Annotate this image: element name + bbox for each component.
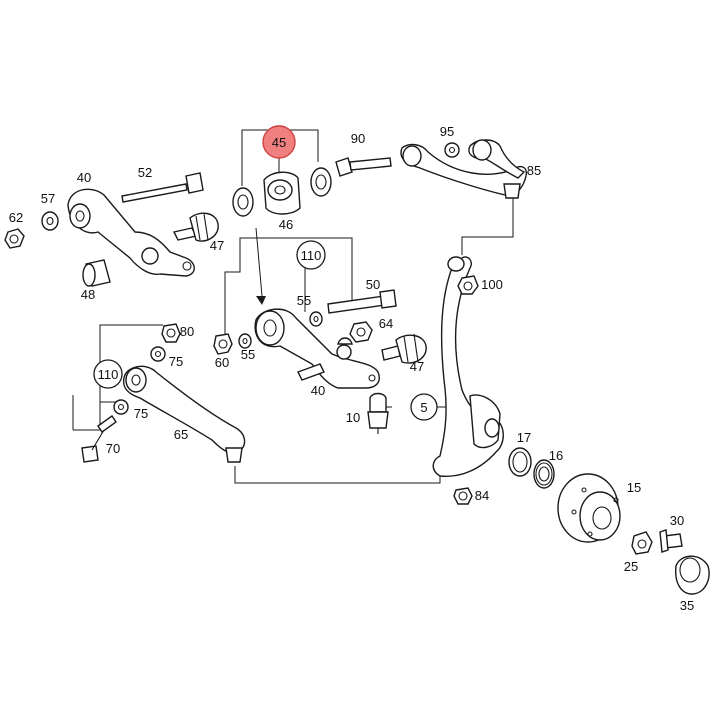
ball-joint-47-lower — [381, 333, 427, 364]
callout-70[interactable]: 70 — [106, 441, 120, 456]
callout-16[interactable]: 16 — [549, 448, 563, 463]
washer-55-upper — [309, 311, 323, 327]
callout-100[interactable]: 100 — [481, 277, 503, 292]
dust-cap-35 — [675, 555, 710, 595]
bolt-70 — [81, 415, 117, 463]
callout-57[interactable]: 57 — [41, 191, 55, 206]
nut-64 — [349, 321, 373, 343]
callout-circle-110-upper[interactable] — [296, 240, 326, 270]
callout-17[interactable]: 17 — [517, 430, 531, 445]
bolt-90 — [335, 157, 392, 177]
callout-64[interactable]: 64 — [379, 316, 393, 331]
callout-circle-5[interactable] — [410, 393, 438, 421]
bolt-50 — [327, 289, 397, 314]
callout-75-upper[interactable]: 75 — [169, 354, 183, 369]
washer-57 — [41, 211, 59, 231]
washer-75-lower — [113, 399, 129, 415]
strut-arm-40 — [254, 308, 380, 389]
callout-95[interactable]: 95 — [440, 124, 454, 139]
callout-circle-110-left[interactable] — [93, 359, 123, 389]
callout-5[interactable]: 5 — [420, 400, 427, 415]
callout-65[interactable]: 65 — [174, 427, 188, 442]
nut-100 — [457, 275, 479, 295]
callout-46[interactable]: 46 — [279, 217, 293, 232]
seal-ring-17 — [508, 447, 532, 477]
callout-10[interactable]: 10 — [346, 410, 360, 425]
callout-110-left[interactable]: 110 — [98, 367, 119, 382]
highlight-circle-45[interactable] — [262, 125, 296, 159]
callout-55-lower[interactable]: 55 — [241, 347, 255, 362]
callout-62[interactable]: 62 — [9, 210, 23, 225]
callout-90[interactable]: 90 — [351, 131, 365, 146]
steering-knuckle — [432, 256, 504, 477]
callout-45[interactable]: 45 — [272, 135, 286, 150]
washer-75-upper — [150, 346, 166, 362]
callout-80[interactable]: 80 — [180, 324, 194, 339]
washer-55-lower — [238, 333, 252, 349]
callout-15[interactable]: 15 — [627, 480, 641, 495]
nut-25 — [631, 531, 653, 555]
nut-80 — [161, 323, 181, 343]
callout-75-lower[interactable]: 75 — [134, 406, 148, 421]
bushing-48 — [82, 259, 111, 287]
callout-52[interactable]: 52 — [138, 165, 152, 180]
callout-110-upper[interactable]: 110 — [301, 248, 322, 263]
bearing-16 — [533, 459, 555, 489]
ball-joint-10 — [367, 392, 389, 434]
bolt-30 — [659, 529, 683, 553]
callout-85[interactable]: 85 — [527, 163, 541, 178]
callout-40-upper[interactable]: 40 — [77, 170, 91, 185]
upper-wishbone-85 — [400, 139, 527, 199]
upper-left-control-arm — [67, 188, 195, 277]
callout-25[interactable]: 25 — [624, 559, 638, 574]
callout-30[interactable]: 30 — [670, 513, 684, 528]
callout-labels: 45 90 95 85 52 40 57 62 46 47 48 110 100… — [9, 124, 694, 613]
nut-60 — [213, 333, 233, 355]
nut-84 — [453, 487, 473, 505]
bolt-52 — [121, 172, 204, 203]
callout-40-center[interactable]: 40 — [311, 383, 325, 398]
callout-47-upper[interactable]: 47 — [210, 238, 224, 253]
callout-84[interactable]: 84 — [475, 488, 489, 503]
washer-95 — [444, 142, 460, 158]
callout-50[interactable]: 50 — [366, 277, 380, 292]
nut-62 — [4, 228, 25, 249]
callout-47-lower[interactable]: 47 — [410, 359, 424, 374]
callout-circles — [93, 125, 438, 421]
callout-35[interactable]: 35 — [680, 598, 694, 613]
callout-55-upper[interactable]: 55 — [297, 293, 311, 308]
lower-control-arm-65 — [122, 365, 246, 463]
bushing-45-group — [232, 167, 332, 217]
arrow-head — [256, 296, 266, 305]
callout-60[interactable]: 60 — [215, 355, 229, 370]
wheel-hub-15 — [557, 473, 621, 543]
callout-48[interactable]: 48 — [81, 287, 95, 302]
ball-joint-47-upper — [172, 212, 219, 242]
